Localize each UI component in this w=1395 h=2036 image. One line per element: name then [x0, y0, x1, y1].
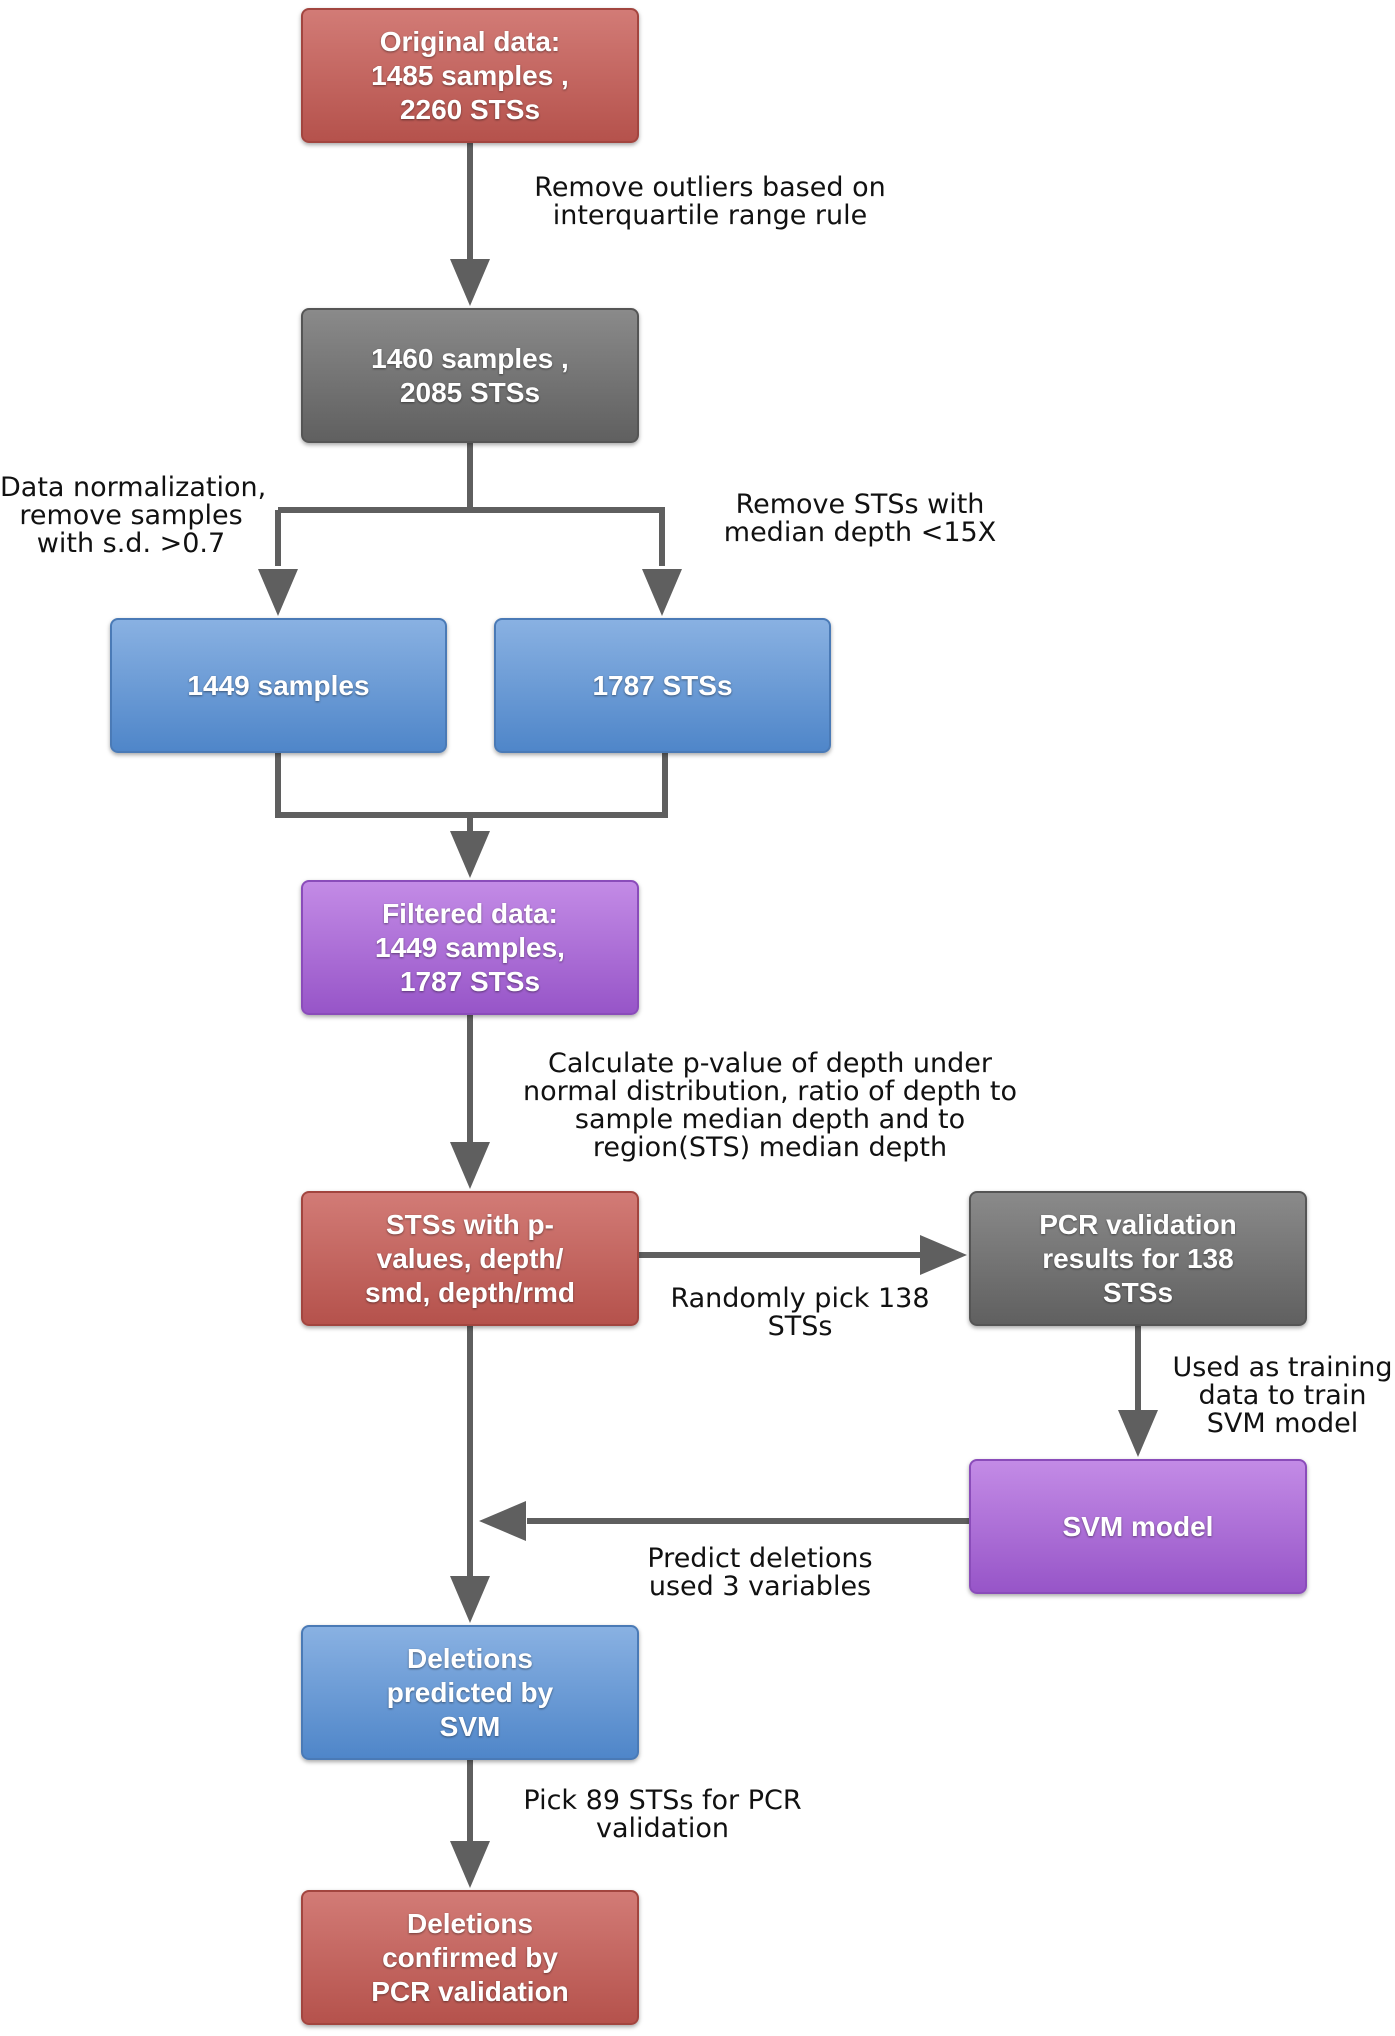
label-line: sample median depth and to [574, 1104, 966, 1135]
label-line: Pick 89 STSs for PCR [523, 1785, 802, 1816]
box-line: Deletions [406, 1907, 534, 1939]
box-line: 2085 STSs [399, 376, 541, 408]
box-line: smd, depth/rmd [364, 1276, 575, 1308]
box-line: confirmed by [382, 1941, 558, 1973]
box-line: Deletions [406, 1642, 533, 1674]
training-label: Used as training data to train SVM model [1170, 1354, 1395, 1438]
label-line: remove samples [19, 500, 243, 531]
arrowhead-to-samples [258, 569, 298, 616]
arrowhead-to-confirmed [450, 1841, 490, 1888]
box-line: STSs [1102, 1276, 1174, 1308]
arrowhead-to-svm [1118, 1410, 1158, 1457]
stss-pvalues-box: STSs with p- values, depth/ smd, depth/r… [301, 1191, 639, 1326]
label-line: validation [596, 1813, 729, 1844]
box-line: SVM [439, 1710, 501, 1742]
calculate-label: Calculate p-value of depth under normal … [510, 1050, 1030, 1162]
random-pick-label: Randomly pick 138 STSs [660, 1285, 940, 1341]
arrowhead-to-pcr [920, 1235, 967, 1275]
arrowhead-to-stss [642, 569, 682, 616]
connector-merge [275, 753, 668, 818]
arrowhead-to-pvalues [450, 1142, 490, 1189]
label-line: Predict deletions [647, 1543, 873, 1574]
box-line: STSs with p- [385, 1208, 554, 1240]
box-line: Filtered data: [382, 897, 558, 929]
label-line: SVM model [1206, 1408, 1359, 1439]
box-line: 2260 STSs [399, 93, 541, 125]
box-line: PCR validation [1039, 1208, 1237, 1240]
connector-lines [275, 143, 1141, 1846]
box-line: 1485 samples , [371, 59, 569, 91]
box-line: Original data: [379, 25, 561, 57]
label-line: region(STS) median depth [592, 1132, 948, 1163]
box-line: predicted by [386, 1676, 554, 1708]
label-line: used 3 variables [648, 1571, 872, 1602]
label-line: normal distribution, ratio of depth to [523, 1076, 1017, 1107]
arrowheads [258, 259, 1158, 1888]
box-line: 1460 samples , [371, 342, 569, 374]
outliers-removed-box: 1460 samples , 2085 STSs [301, 308, 639, 443]
connector-split-bar [278, 507, 665, 566]
arrowhead-to-outliers [450, 259, 490, 306]
box-line: PCR validation [371, 1975, 569, 2007]
pick-89-label: Pick 89 STSs for PCR validation [520, 1787, 805, 1843]
label-line: STSs [767, 1311, 833, 1342]
label-line: Randomly pick 138 [670, 1283, 930, 1314]
deletions-predicted-box: Deletions predicted by SVM [301, 1625, 639, 1760]
label-line: median depth <15X [723, 517, 997, 548]
label-line: data to train [1198, 1380, 1367, 1411]
stss-box: 1787 STSs [494, 618, 831, 753]
normalization-label: Data normalization, remove samples with … [0, 472, 267, 559]
box-line: 1449 samples [187, 669, 370, 701]
label-line: Calculate p-value of depth under [547, 1048, 993, 1079]
arrowhead-to-main [479, 1501, 526, 1541]
samples-box: 1449 samples [110, 618, 447, 753]
svm-model-box: SVM model [969, 1459, 1307, 1594]
predict-label: Predict deletions used 3 variables [620, 1545, 900, 1601]
box-line: results for 138 [1042, 1242, 1234, 1274]
label-line: with s.d. >0.7 [36, 528, 226, 559]
pcr-validation-results-box: PCR validation results for 138 STSs [969, 1191, 1307, 1326]
box-line: 1787 STSs [399, 965, 541, 997]
label-line: Data normalization, [0, 472, 267, 503]
original-data-box: Original data: 1485 samples , 2260 STSs [301, 8, 639, 143]
box-line: SVM model [1062, 1510, 1214, 1542]
filtered-data-box: Filtered data: 1449 samples, 1787 STSs [301, 880, 639, 1015]
remove-outliers-label: Remove outliers based on interquartile r… [520, 174, 900, 230]
arrowhead-to-filtered [450, 831, 490, 878]
arrowhead-to-predicted [450, 1576, 490, 1623]
box-line: 1787 STSs [592, 669, 733, 701]
label-line: Remove outliers based on [534, 172, 886, 203]
label-line: Remove STSs with [735, 489, 985, 520]
label-line: interquartile range rule [552, 200, 868, 231]
box-line: 1449 samples, [375, 931, 565, 963]
remove-stss-label: Remove STSs with median depth <15X [710, 491, 1010, 547]
deletions-confirmed-box: Deletions confirmed by PCR validation [301, 1890, 639, 2025]
box-line: values, depth/ [376, 1242, 564, 1274]
label-line: Used as training [1172, 1352, 1393, 1383]
